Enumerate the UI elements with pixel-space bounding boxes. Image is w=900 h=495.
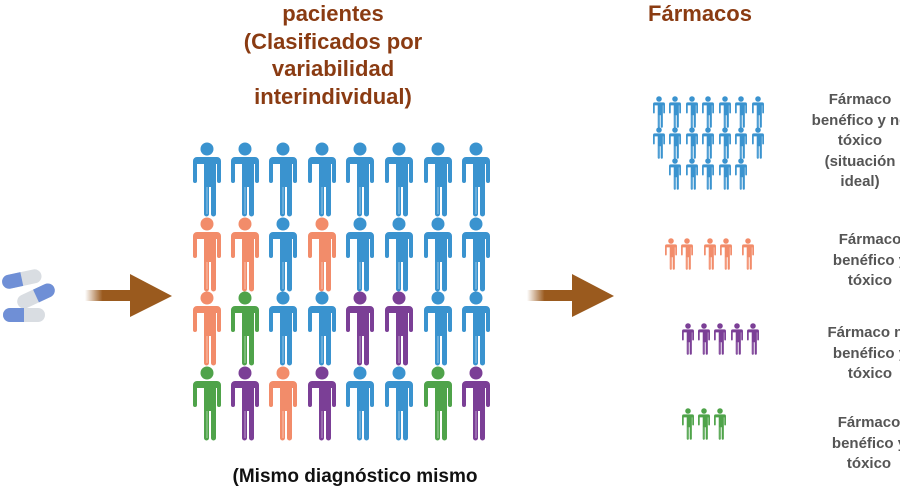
title-line: pacientes xyxy=(282,1,384,26)
label-line: ideal) xyxy=(840,173,880,190)
person-icon xyxy=(385,142,413,217)
person-icon xyxy=(702,127,714,159)
person-icon xyxy=(752,96,764,128)
label-line: benéfico y xyxy=(831,434,900,452)
person-icon xyxy=(714,323,726,355)
label-line: tóxico xyxy=(847,272,893,289)
person-icon xyxy=(742,238,754,270)
title-line: variabilidad xyxy=(271,56,395,81)
label-line: (situación xyxy=(824,152,896,170)
pills-icon xyxy=(2,269,55,322)
person-icon xyxy=(424,291,452,366)
person-icon xyxy=(385,366,413,441)
person-icon xyxy=(735,127,747,159)
person-icon xyxy=(308,217,336,292)
person-icon xyxy=(669,127,681,159)
person-icon xyxy=(346,217,374,292)
person-icon xyxy=(720,238,732,270)
person-icon xyxy=(269,142,297,217)
person-icon xyxy=(735,96,747,128)
person-icon xyxy=(308,366,336,441)
footer-note: (Mismo diagnóstico mismo xyxy=(232,466,478,487)
person-icon xyxy=(193,142,221,217)
person-icon xyxy=(346,142,374,217)
person-icon xyxy=(719,158,731,190)
label-line: tóxico xyxy=(846,455,892,472)
person-icon xyxy=(686,158,698,190)
person-icon xyxy=(752,127,764,159)
person-icon xyxy=(193,291,221,366)
arrow-right-icon xyxy=(85,274,172,317)
person-icon xyxy=(424,366,452,441)
person-icon xyxy=(385,291,413,366)
person-icon xyxy=(704,238,716,270)
person-icon xyxy=(308,291,336,366)
person-icon xyxy=(231,142,259,217)
person-icon xyxy=(462,217,490,292)
person-icon xyxy=(385,217,413,292)
person-icon xyxy=(669,158,681,190)
person-icon xyxy=(702,96,714,128)
person-icon xyxy=(653,127,665,159)
person-icon xyxy=(462,142,490,217)
person-icon xyxy=(719,127,731,159)
person-icon xyxy=(269,217,297,292)
label-line: Fármaco xyxy=(838,231,900,248)
person-icon xyxy=(462,291,490,366)
person-icon xyxy=(702,158,714,190)
person-icon xyxy=(462,366,490,441)
person-icon xyxy=(686,127,698,159)
person-icon xyxy=(698,323,710,355)
person-icon xyxy=(269,291,297,366)
label-line: benéfico y no xyxy=(811,111,900,129)
person-icon xyxy=(686,96,698,128)
person-icon xyxy=(735,158,747,190)
title-line: interindividual) xyxy=(254,83,412,109)
label-line: benéfico y xyxy=(832,344,900,362)
person-icon xyxy=(193,217,221,292)
label-line: Fármaco xyxy=(837,414,900,431)
person-icon xyxy=(424,217,452,292)
arrow-right-icon xyxy=(527,274,614,317)
person-icon xyxy=(308,142,336,217)
label-line: benéfico y xyxy=(832,251,900,269)
person-icon xyxy=(193,366,221,441)
person-icon xyxy=(682,408,694,440)
person-icon xyxy=(231,291,259,366)
person-icon xyxy=(424,142,452,217)
person-icon xyxy=(747,323,759,355)
title-line: (Clasificados por xyxy=(243,28,423,54)
person-icon xyxy=(231,217,259,292)
outcome-label: Fármaco benéfico y tóxico xyxy=(800,230,900,292)
label-line: tóxico xyxy=(837,132,883,149)
outcome-label: Fármaco benéfico y no tóxico (situación … xyxy=(790,90,900,193)
person-icon xyxy=(731,323,743,355)
title-line: Fármacos xyxy=(648,1,752,26)
person-icon xyxy=(346,366,374,441)
outcome-label: Fármaco no benéfico y tóxico xyxy=(800,323,900,385)
person-icon xyxy=(669,96,681,128)
person-icon xyxy=(714,408,726,440)
label-line: tóxico xyxy=(847,365,893,382)
patients-title: pacientes (Clasificados por variabilidad… xyxy=(203,0,463,110)
person-icon xyxy=(346,291,374,366)
label-line: Fármaco no xyxy=(827,324,900,341)
person-icon xyxy=(665,238,677,270)
person-icon xyxy=(269,366,297,441)
person-icon xyxy=(682,323,694,355)
person-icon xyxy=(698,408,710,440)
label-line: Fármaco xyxy=(828,91,892,108)
drugs-title: Fármacos xyxy=(620,0,780,28)
person-icon xyxy=(653,96,665,128)
person-icon xyxy=(719,96,731,128)
person-icon xyxy=(681,238,693,270)
outcome-label: Fármaco benéfico y tóxico xyxy=(799,413,900,475)
person-icon xyxy=(231,366,259,441)
